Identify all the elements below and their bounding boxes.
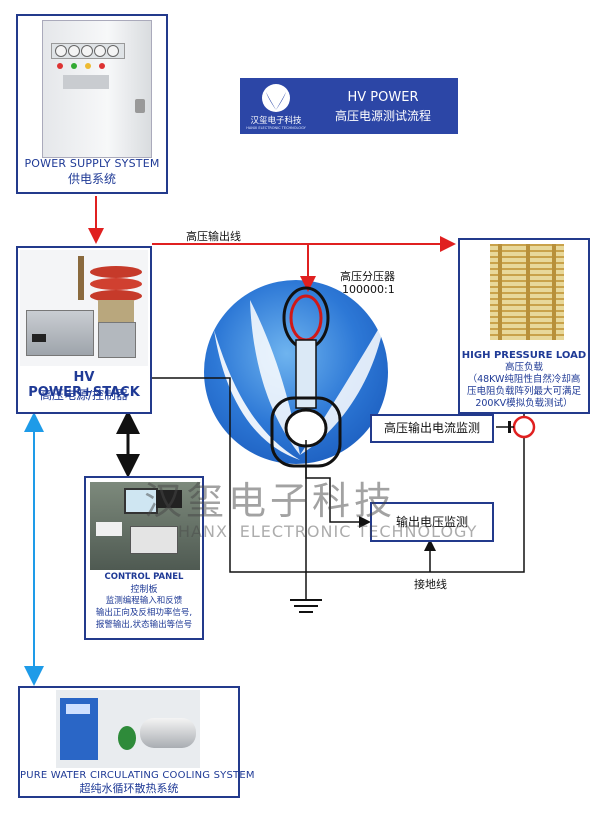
divider-ratio-label: 100000:1	[342, 283, 395, 296]
hv-output-line-label: 高压输出线	[186, 230, 241, 243]
cooling-caption-zh: 超纯水循环散热系统	[79, 782, 179, 795]
control-panel-desc-1: 监测编程输入和反馈	[105, 596, 183, 606]
logo-title-block: 汉玺电子科技 HANXI ELECTRONIC TECHNOLOGY HV PO…	[240, 78, 458, 134]
high-load-desc-2: 压电阻负载阵列最大可满足	[466, 386, 581, 397]
logo-title-en: HV POWER	[347, 90, 419, 105]
current-sensor-icon	[496, 415, 536, 439]
high-load-desc-3: 200KV模拟负载测试）	[475, 398, 573, 409]
control-panel-box: CONTROL PANEL 控制板 监测编程输入和反馈 输出正向及反相功率信号,…	[84, 476, 204, 640]
high-load-box: HIGH PRESSURE LOAD 高压负载 （48KW纯阻性自然冷却高 压电…	[458, 238, 590, 414]
power-supply-caption-en: POWER SUPPLY SYSTEM	[24, 157, 160, 170]
cooling-system-box: PURE WATER CIRCULATING COOLING SYSTEM 超纯…	[18, 686, 255, 798]
cooling-system-photo	[56, 690, 200, 768]
power-cabinet-photo	[42, 20, 152, 158]
ground-symbol-icon	[290, 599, 322, 613]
current-monitor-box: 高压输出电流监测	[370, 414, 494, 443]
watermark-zh: 汉玺电子科技	[144, 479, 397, 523]
logo-brand-en: HANXI ELECTRONIC TECHNOLOGY	[246, 126, 306, 130]
high-load-caption-zh: 高压负载	[504, 362, 543, 373]
logo-title-zh: 高压电源测试流程	[334, 109, 431, 123]
control-panel-caption-en: CONTROL PANEL	[104, 572, 184, 582]
divider-name-label: 高压分压器	[340, 270, 395, 283]
resistor-array-photo	[490, 244, 564, 340]
control-panel-caption-zh: 控制板	[130, 585, 158, 595]
watermark-en: HANXI ELECTRONIC TECHNOLOGY	[178, 522, 478, 541]
high-load-desc-1: （48KW纯阻性自然冷却高	[467, 374, 581, 385]
logo-brand-mark: 汉玺电子科技	[250, 116, 302, 126]
logo-mark-icon	[262, 84, 290, 112]
control-panel-desc-3: 报警输出,状态输出等信号	[95, 620, 193, 630]
ground-line-label: 接地线	[414, 578, 447, 591]
hv-return-wire	[152, 377, 525, 573]
control-panel-photo	[90, 482, 200, 570]
cooling-caption-en: PURE WATER CIRCULATING COOLING SYSTEM	[20, 770, 255, 781]
hv-stack-photo	[20, 250, 148, 366]
voltage-divider-icon	[270, 286, 342, 468]
hv-power-box: HV POWER+STACK 高压电源/控制器	[16, 246, 152, 414]
hv-power-caption-zh: 高压电源/控制器	[39, 388, 129, 402]
control-panel-desc-2: 输出正向及反相功率信号,	[95, 608, 193, 618]
voltage-monitor-box: 输出电压监测	[370, 502, 494, 542]
high-load-caption-en: HIGH PRESSURE LOAD	[461, 350, 587, 361]
power-supply-caption-zh: 供电系统	[67, 172, 116, 186]
hv-power-caption-en: HV POWER+STACK	[28, 370, 140, 400]
power-supply-box: POWER SUPPLY SYSTEM 供电系统	[16, 14, 168, 194]
